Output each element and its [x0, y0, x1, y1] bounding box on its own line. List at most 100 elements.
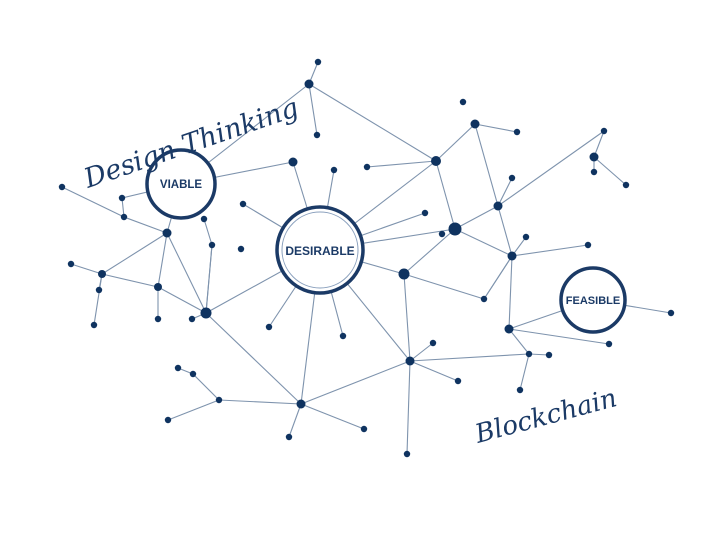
network-node-o: [493, 201, 503, 211]
network-node-N: [188, 315, 196, 323]
network-edge-67: [70, 263, 103, 275]
network-edge-73: [203, 218, 213, 246]
network-node-b: [304, 79, 314, 89]
network-edge-25: [497, 130, 605, 207]
network-edge-69: [93, 273, 103, 326]
network-node-O: [162, 228, 172, 238]
network-node-t: [590, 168, 598, 176]
network-node-k: [363, 163, 371, 171]
network-node-I: [516, 386, 524, 394]
hub-viable-ring: [145, 148, 217, 220]
network-edge-42: [508, 328, 530, 355]
network-node-j: [513, 128, 521, 136]
network-node-g1: [200, 215, 208, 223]
network-edge-1: [308, 83, 318, 136]
hub-desirable-ring: [275, 205, 365, 295]
network-edge-30: [497, 205, 513, 257]
network-node-f1: [339, 332, 347, 340]
network-node-E: [454, 377, 462, 385]
network-edge-56: [167, 399, 220, 421]
network-node-m: [448, 222, 462, 236]
network-node-e: [330, 166, 338, 174]
network-node-M: [200, 307, 212, 319]
network-node-h: [459, 98, 467, 106]
network-node-y: [480, 295, 488, 303]
network-node-u: [507, 251, 517, 261]
network-node-K: [285, 433, 293, 441]
network-edge-44: [528, 353, 550, 356]
network-node-n: [438, 230, 446, 238]
network-edge-50: [205, 312, 302, 405]
network-edge-71: [101, 273, 159, 288]
network-edge-66: [101, 232, 168, 275]
hub-viable-label: VIABLE: [160, 179, 203, 191]
network-edge-54: [192, 373, 220, 401]
network-edge-48: [406, 360, 411, 455]
network-node-Q: [120, 213, 128, 221]
network-node-L: [360, 425, 368, 433]
network-edge-33: [508, 255, 513, 330]
network-node-A: [667, 309, 675, 317]
network-edge-27: [593, 156, 627, 186]
hub-feasible-label: FEASIBLE: [566, 295, 620, 307]
network-edge-3: [308, 83, 437, 162]
network-node-c1: [164, 416, 172, 424]
hub-desirable-label: DESIRABLE: [285, 244, 354, 258]
hub-viable: VIABLE: [145, 148, 217, 220]
network-node-f: [239, 200, 247, 208]
network-edge-74: [205, 244, 213, 314]
network-edge-29: [454, 228, 513, 257]
network-edge-65: [61, 186, 125, 218]
network-edge-21: [474, 123, 499, 207]
network-node-a: [314, 58, 322, 66]
network-node-H: [545, 351, 553, 359]
network-edge-43: [519, 353, 530, 391]
network-node-Z: [215, 396, 223, 404]
network-node-G: [525, 350, 533, 358]
network-edge-47: [409, 360, 459, 382]
network-node-S: [67, 260, 75, 268]
network-edge-36: [403, 273, 485, 300]
network-edge-46: [409, 342, 434, 362]
network-edge-32: [511, 244, 589, 257]
network-edge-62: [123, 216, 168, 234]
network-node-i: [470, 119, 480, 129]
network-edge-72: [157, 286, 207, 314]
network-node-Y: [118, 194, 126, 202]
network-edge-24: [497, 177, 513, 207]
network-node-J: [296, 399, 306, 409]
network-edge-41: [508, 328, 610, 345]
hub-feasible-ring: [559, 266, 627, 334]
network-node-q: [600, 127, 608, 135]
network-edge-51: [288, 403, 302, 438]
network-node-b1: [174, 364, 182, 372]
network-node-C: [405, 356, 415, 366]
network-node-d1: [237, 245, 245, 253]
network-node-R: [98, 270, 106, 278]
network-node-d: [288, 157, 298, 167]
network-node-v: [522, 233, 530, 241]
network-node-B: [605, 340, 613, 348]
network-edge-53: [218, 399, 302, 405]
hub-layer: VIABLE DESIRABLE FEASIBLE: [145, 148, 627, 334]
network-edge-20: [474, 123, 518, 133]
network-edge-37: [483, 255, 513, 300]
network-node-x: [398, 268, 410, 280]
network-node-D: [429, 339, 437, 347]
blockchain-caption: Blockchain: [471, 383, 620, 450]
network-node-e1: [265, 323, 273, 331]
network-edge-17: [366, 160, 437, 168]
network-node-X: [58, 183, 66, 191]
network-node-W: [154, 315, 162, 323]
network-edge-49: [300, 360, 411, 405]
hub-desirable-inner-ring: [281, 211, 359, 289]
network-node-V: [154, 283, 162, 291]
network-edge-22: [435, 160, 456, 230]
network-node-r: [589, 152, 599, 162]
network-node-z: [504, 324, 514, 334]
network-edge-23: [454, 205, 499, 230]
network-node-T: [95, 286, 103, 294]
network-node-s: [622, 181, 630, 189]
network-node-l: [421, 209, 429, 217]
network-node-U: [90, 321, 98, 329]
